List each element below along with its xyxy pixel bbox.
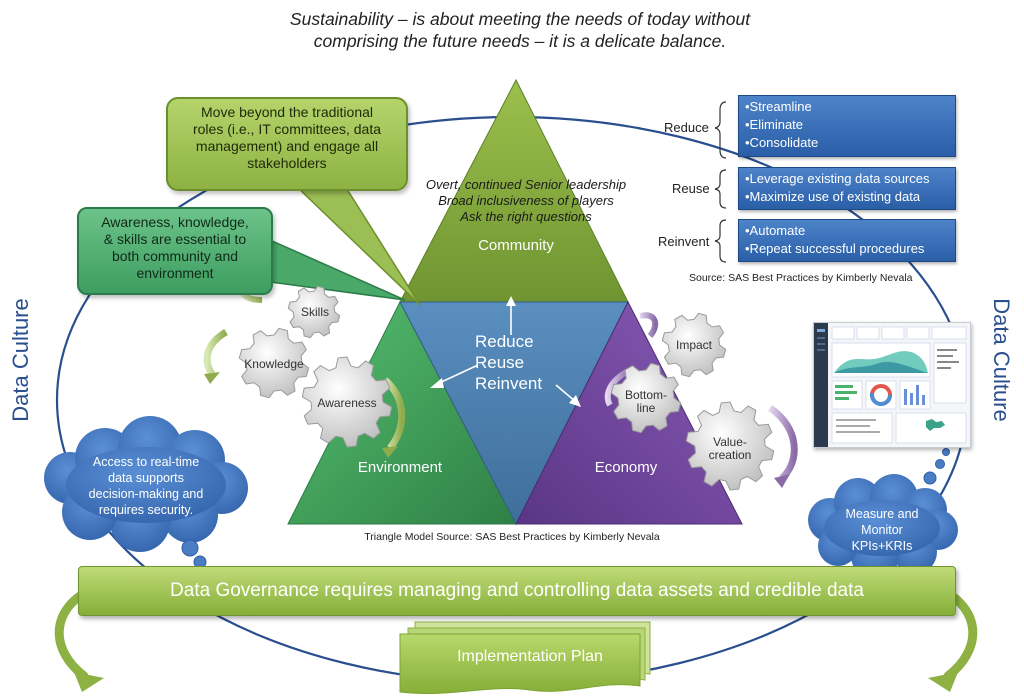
- arrowhead-community: [506, 296, 516, 306]
- arc-knowledge: [203, 328, 228, 376]
- left-cloud-line: requires security.: [98, 503, 194, 517]
- bracket-reinvent: [714, 219, 727, 263]
- senior-line: Ask the right questions: [460, 209, 592, 224]
- reduce-item: •Consolidate: [745, 135, 819, 150]
- right-cloud-text: Measure and Monitor KPIs+KRIs: [826, 506, 938, 554]
- reuse-box: •Leverage existing data sources •Maximiz…: [738, 167, 956, 210]
- value-creation-gear: [685, 401, 775, 491]
- stakeholders-line: stakeholders: [247, 155, 327, 171]
- bottom-line-gear-label: Bottom- line: [614, 389, 678, 415]
- arc-impact: [639, 312, 659, 338]
- bottom-line-gear: [610, 362, 682, 434]
- reuse-label: Reuse: [672, 181, 710, 196]
- awareness-line: environment: [136, 265, 214, 281]
- dashboard-image: [814, 323, 967, 447]
- arc-knowledge-head: [204, 372, 220, 384]
- value-creation-text: creation: [708, 448, 752, 462]
- impact-gear-label: Impact: [675, 338, 712, 352]
- implementation-ribbon: [399, 621, 651, 695]
- economy-label: Economy: [594, 459, 658, 476]
- bracket-reduce: [714, 101, 727, 159]
- impact-gear: [661, 312, 727, 378]
- title-line-2: comprising the future needs – it is a de…: [313, 31, 727, 51]
- center-line: Reinvent: [475, 374, 543, 393]
- knowledge-gear-label: Knowledge: [244, 357, 304, 371]
- stakeholders-callout: Move beyond the traditional roles (i.e.,…: [166, 97, 408, 191]
- bracket-reuse: [714, 169, 727, 209]
- center-line: Reduce: [475, 332, 534, 351]
- senior-line: Overt, continued Senior leadership: [425, 177, 627, 192]
- awareness-callout: Awareness, knowledge, & skills are essen…: [77, 207, 273, 295]
- reinvent-label: Reinvent: [658, 234, 710, 249]
- main-title: Sustainability – is about meeting the ne…: [230, 8, 810, 52]
- stakeholders-line: roles (i.e., IT committees, data: [192, 121, 382, 137]
- community-label: Community: [478, 237, 554, 254]
- reduce-item: •Eliminate: [745, 117, 804, 132]
- bottom-line-text: Bottom-: [624, 388, 667, 402]
- knowledge-gear: [238, 327, 310, 399]
- value-creation-text: Value-: [713, 435, 747, 449]
- arrow-down-left-head: [74, 672, 104, 692]
- awareness-line: Awareness, knowledge,: [101, 214, 249, 230]
- reinvent-item: •Automate: [745, 223, 806, 238]
- arrow-down-right-head: [928, 672, 958, 692]
- implementation-plan-label: Implementation Plan: [457, 648, 603, 665]
- arc-awareness-head: [382, 446, 398, 458]
- left-cloud-shape: [44, 416, 248, 578]
- arc-value-creation: [767, 405, 798, 481]
- data-culture-left: Data Culture: [8, 298, 33, 422]
- awareness-gear: [301, 356, 393, 448]
- left-cloud-line: data supports: [108, 471, 184, 485]
- reduce-reuse-reinvent: Reduce Reuse Reinvent: [475, 331, 575, 394]
- stakeholders-line: management) and engage all: [195, 138, 379, 154]
- arc-awareness: [382, 377, 406, 451]
- left-cloud-line: decision-making and: [88, 487, 204, 501]
- right-cloud-line: Measure and: [845, 507, 919, 521]
- governance-bar: Data Governance requires managing and co…: [78, 566, 956, 616]
- awareness-line: & skills are essential to: [103, 231, 247, 247]
- reinvent-box: •Automate •Repeat successful procedures: [738, 219, 956, 262]
- senior-leadership-text: Overt, continued Senior leadership Broad…: [395, 177, 657, 225]
- skills-gear: [287, 285, 341, 339]
- reinvent-item: •Repeat successful procedures: [745, 241, 925, 256]
- value-creation-gear-label: Value- creation: [694, 436, 766, 462]
- stakeholders-line: Move beyond the traditional: [201, 104, 373, 120]
- title-line-1: Sustainability – is about meeting the ne…: [289, 9, 751, 29]
- reduce-item: •Streamline: [745, 99, 812, 114]
- arc-value-creation-head: [774, 474, 790, 488]
- reduce-box: •Streamline •Eliminate •Consolidate: [738, 95, 956, 157]
- right-cloud-line: Monitor: [861, 523, 903, 537]
- gears-group: [238, 285, 775, 491]
- arrowhead-economy: [569, 395, 581, 407]
- practices-source: Source: SAS Best Practices by Kimberly N…: [689, 272, 913, 284]
- dashboard-thumbnail: [813, 322, 971, 448]
- environment-label: Environment: [357, 459, 443, 476]
- senior-line: Broad inclusiveness of players: [438, 193, 614, 208]
- data-culture-right: Data Culture: [989, 298, 1014, 422]
- arrowhead-environment: [430, 378, 444, 388]
- center-line: Reuse: [475, 353, 525, 372]
- left-cloud-text: Access to real-time data supports decisi…: [66, 454, 226, 518]
- reduce-label: Reduce: [664, 120, 709, 135]
- reuse-item: •Maximize use of existing data: [745, 189, 921, 204]
- reuse-item: •Leverage existing data sources: [745, 171, 930, 186]
- skills-gear-label: Skills: [300, 305, 329, 319]
- right-cloud-line: KPIs+KRIs: [851, 539, 913, 553]
- triangle-source: Triangle Model Source: SAS Best Practice…: [364, 531, 660, 543]
- awareness-gear-label: Awareness: [317, 396, 377, 410]
- bottom-line-text: line: [636, 401, 656, 415]
- awareness-line: both community and: [111, 248, 239, 264]
- left-cloud-line: Access to real-time: [92, 455, 200, 469]
